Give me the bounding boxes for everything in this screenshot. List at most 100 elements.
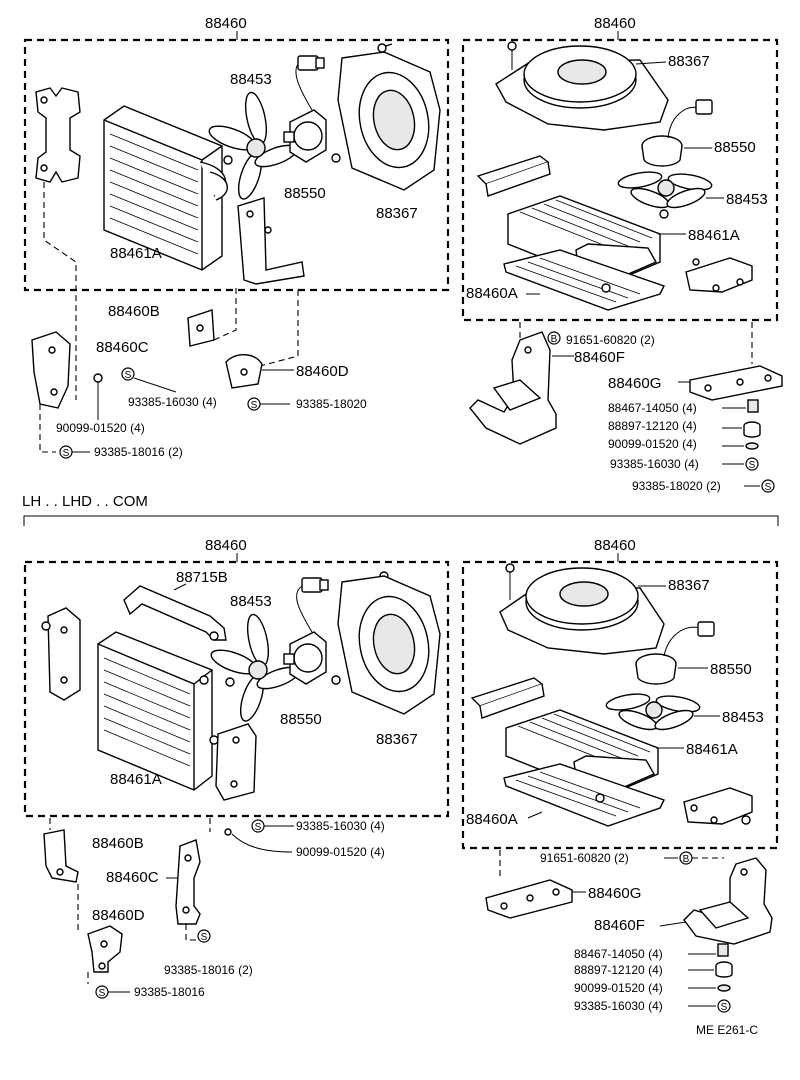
top-right-washer-label: 90099-01520 (4) bbox=[608, 437, 697, 451]
top-right-fan-label: 88453 bbox=[726, 191, 768, 208]
bottom-right-p12120-label: 88897-12120 (4) bbox=[574, 963, 663, 977]
diagram-code: ME E261-C bbox=[696, 1023, 758, 1037]
top-right-s-symbol-2: S bbox=[761, 479, 775, 493]
bottom-right-bracket-g-label: 88460G bbox=[588, 885, 641, 902]
bottom-right-shroud bbox=[499, 563, 665, 655]
bottom-right-bracket-f bbox=[683, 857, 773, 945]
bottom-right-group: 88460 88367 88550 bbox=[461, 537, 779, 1013]
top-left-washer-label: 90099-01520 (4) bbox=[56, 421, 145, 435]
bottom-left-fan bbox=[210, 613, 300, 722]
bottom-left-bracket-c bbox=[175, 839, 201, 925]
bottom-left-motor bbox=[283, 571, 389, 685]
top-left-bracket-c-label: 88460C bbox=[96, 339, 149, 356]
top-left-bracket-c bbox=[31, 331, 71, 409]
bottom-right-assembly-label: 88460 bbox=[594, 537, 636, 554]
top-right-condenser-label: 88461A bbox=[688, 227, 740, 244]
top-right-bracket-g-label: 88460G bbox=[608, 375, 661, 392]
bottom-right-bracket-g bbox=[485, 879, 573, 919]
bottom-left-shroud bbox=[337, 575, 441, 715]
bottom-left-condenser-label: 88461A bbox=[110, 771, 162, 788]
bottom-right-bracket-a-label: 88460A bbox=[466, 811, 518, 828]
top-left-shroud bbox=[337, 43, 441, 191]
bottom-left-side-bracket bbox=[41, 607, 81, 701]
svg-text:B: B bbox=[551, 334, 558, 345]
top-left-s-symbol-2: S bbox=[247, 397, 261, 411]
bottom-left-center-bracket bbox=[215, 723, 257, 801]
bottom-right-motor-label: 88550 bbox=[710, 661, 752, 678]
bottom-left-bracket-d bbox=[87, 925, 123, 973]
svg-text:S: S bbox=[255, 822, 262, 833]
bottom-left-s-symbol-3: S bbox=[95, 985, 109, 999]
top-right-shroud-label: 88367 bbox=[668, 53, 710, 70]
top-left-screw-18020-label: 93385-18020 bbox=[296, 397, 367, 411]
svg-text:B: B bbox=[683, 854, 690, 865]
top-right-assembly-box bbox=[461, 38, 779, 322]
bottom-left-s-symbol-2: S bbox=[197, 929, 211, 943]
bottom-left-bracket-b-label: 88460B bbox=[92, 835, 144, 852]
top-left-assembly-label: 88460 bbox=[205, 15, 247, 32]
top-left-bracket-b bbox=[187, 309, 215, 347]
bottom-left-pipe-label: 88715B bbox=[176, 569, 228, 586]
top-left-motor bbox=[283, 55, 341, 163]
bottom-left-pipe bbox=[123, 585, 227, 641]
top-left-center-bracket bbox=[237, 197, 305, 285]
top-right-bracket-f-label: 88460F bbox=[574, 349, 625, 366]
top-right-bracket-f bbox=[469, 331, 557, 445]
bottom-left-s-symbol-1: S bbox=[251, 819, 265, 833]
svg-text:S: S bbox=[63, 448, 70, 459]
top-right-s-symbol-1: S bbox=[745, 457, 759, 471]
bottom-left-screw-16030-label: 93385-16030 (4) bbox=[296, 819, 385, 833]
bottom-left-assembly-label: 88460 bbox=[205, 537, 247, 554]
top-right-bracket-top bbox=[476, 155, 551, 197]
bottom-right-condenser bbox=[503, 709, 665, 827]
svg-text:S: S bbox=[99, 988, 106, 999]
bottom-left-screw-18016-label: 93385-18016 bbox=[134, 985, 205, 999]
bottom-right-bracket-side bbox=[683, 787, 753, 825]
top-left-s-symbol-1: S bbox=[121, 367, 135, 381]
top-left-screw-18016-label: 93385-18016 (2) bbox=[94, 445, 183, 459]
bottom-left-fan-label: 88453 bbox=[230, 593, 272, 610]
bottom-right-b-symbol: B bbox=[679, 851, 693, 865]
top-left-condenser-label: 88461A bbox=[110, 245, 162, 262]
top-left-condenser bbox=[103, 105, 228, 271]
top-right-fan bbox=[617, 171, 713, 219]
top-left-shroud-label: 88367 bbox=[376, 205, 418, 222]
bottom-right-bracket-top bbox=[470, 677, 545, 719]
bottom-right-fan bbox=[605, 693, 701, 731]
top-right-condenser bbox=[503, 195, 665, 311]
top-right-screw-16030-label: 93385-16030 (4) bbox=[610, 457, 699, 471]
svg-text:S: S bbox=[721, 1002, 728, 1013]
bottom-right-p14050-label: 88467-14050 (4) bbox=[574, 947, 663, 961]
top-left-fan-label: 88453 bbox=[230, 71, 272, 88]
top-left-bracket-b-label: 88460B bbox=[108, 303, 160, 320]
top-left-screw-16030-label: 93385-16030 (4) bbox=[128, 395, 217, 409]
svg-text:S: S bbox=[749, 460, 756, 471]
bottom-right-s-symbol: S bbox=[717, 999, 731, 1013]
top-right-p12120-label: 88897-12120 (4) bbox=[608, 419, 697, 433]
bottom-right-screw-16030-label: 93385-16030 (4) bbox=[574, 999, 663, 1013]
top-right-shroud bbox=[495, 41, 669, 131]
top-left-bracket-d-label: 88460D bbox=[296, 363, 349, 380]
bottom-left-assembly-box bbox=[23, 560, 450, 818]
top-right-p14050-label: 88467-14050 (4) bbox=[608, 401, 697, 415]
svg-text:S: S bbox=[201, 932, 208, 943]
bottom-left-motor-label: 88550 bbox=[280, 711, 322, 728]
top-left-group: 88460 bbox=[23, 15, 450, 459]
bottom-right-condenser-label: 88461A bbox=[686, 741, 738, 758]
svg-text:S: S bbox=[765, 482, 772, 493]
bottom-left-group: 88460 88715B 88461A bbox=[23, 537, 450, 999]
top-left-motor-label: 88550 bbox=[284, 185, 326, 202]
top-right-bolt-label: 91651-60820 (2) bbox=[566, 333, 655, 347]
bottom-right-motor bbox=[635, 621, 715, 685]
bottom-right-washer-label: 90099-01520 (4) bbox=[574, 981, 663, 995]
section-label: LH . . LHD . . COM bbox=[22, 493, 148, 510]
top-right-assembly-label: 88460 bbox=[594, 15, 636, 32]
bottom-right-fan-label: 88453 bbox=[722, 709, 764, 726]
top-right-b-symbol: B bbox=[547, 331, 561, 345]
bottom-right-bracket-f-label: 88460F bbox=[594, 917, 645, 934]
bottom-left-bracket-b bbox=[43, 829, 79, 883]
svg-text:S: S bbox=[251, 400, 258, 411]
top-right-bracket-g bbox=[689, 365, 783, 401]
top-right-motor-label: 88550 bbox=[714, 139, 756, 156]
